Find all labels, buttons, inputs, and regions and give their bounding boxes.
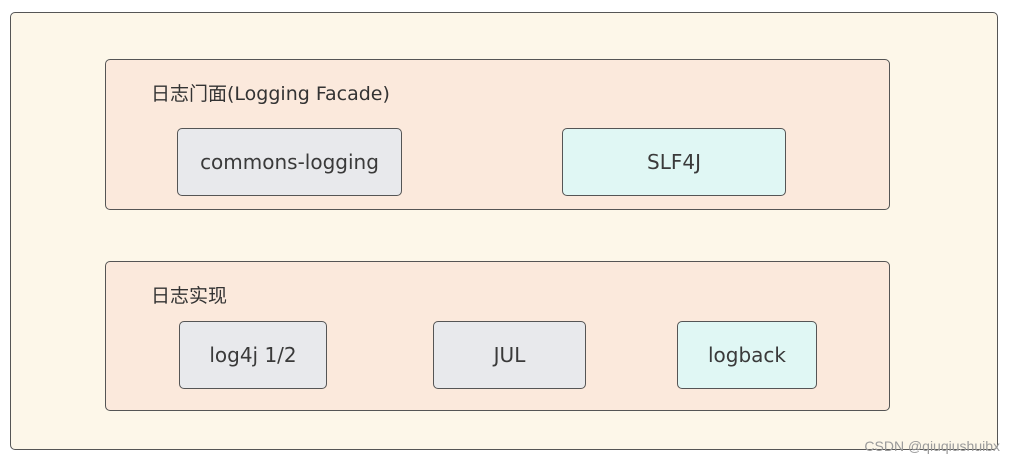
- logging-implementation-title: 日志实现: [151, 285, 228, 307]
- slf4j-node: SLF4J: [562, 128, 786, 196]
- logback-node: logback: [677, 321, 817, 389]
- log4j-node: log4j 1/2: [179, 321, 327, 389]
- logging-facade-title: 日志门面(Logging Facade): [151, 83, 390, 105]
- commons-logging-node: commons-logging: [177, 128, 402, 196]
- logging-facade-group: 日志门面(Logging Facade) commons-logging SLF…: [105, 59, 890, 210]
- csdn-watermark: CSDN @qiuqiushuibx: [864, 438, 1000, 454]
- logging-implementation-group: 日志实现 log4j 1/2 JUL logback: [105, 261, 890, 411]
- jul-node: JUL: [433, 321, 586, 389]
